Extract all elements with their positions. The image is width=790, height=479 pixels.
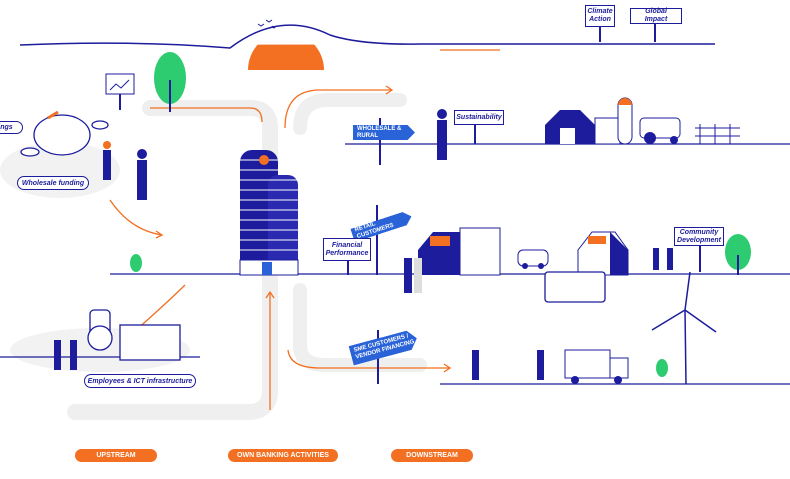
farm — [545, 97, 740, 145]
stage-own-banking: OWN BANKING ACTIVITIES — [228, 449, 338, 462]
sign-financial-performance: Financial Performance — [323, 238, 371, 261]
sign-community-development: Community Development — [674, 227, 724, 246]
horizon-line — [19, 24, 715, 49]
sign-employees-ict: Employees & ICT infrastructure — [84, 374, 196, 388]
sign-sustainability: Sustainability — [454, 110, 504, 125]
sign-posts — [119, 23, 701, 384]
sign-wholesale-rural: WHOLESALE & RURAL — [353, 125, 415, 140]
wind-turbine — [651, 271, 717, 385]
chart-line-icon — [109, 79, 130, 91]
people — [54, 109, 673, 380]
bank-headquarters — [239, 150, 299, 276]
laptop — [87, 271, 606, 361]
sign-wholesale-funding: Wholesale funding — [17, 176, 89, 190]
trees — [130, 52, 751, 377]
stage-downstream: DOWNSTREAM — [391, 449, 473, 462]
truck — [564, 349, 629, 384]
birds-icon — [257, 19, 277, 29]
sign-global-impact: Global Impact — [630, 8, 682, 24]
stage-upstream: UPSTREAM — [75, 449, 157, 462]
houses — [418, 227, 629, 276]
chart-sign-icon — [105, 73, 135, 95]
sign-climate-action: Climate Action — [585, 5, 615, 27]
coin-icon — [47, 110, 59, 120]
piggy-bank — [20, 114, 109, 157]
flow-arrows — [109, 49, 500, 410]
sign-savings: ings — [0, 121, 23, 134]
